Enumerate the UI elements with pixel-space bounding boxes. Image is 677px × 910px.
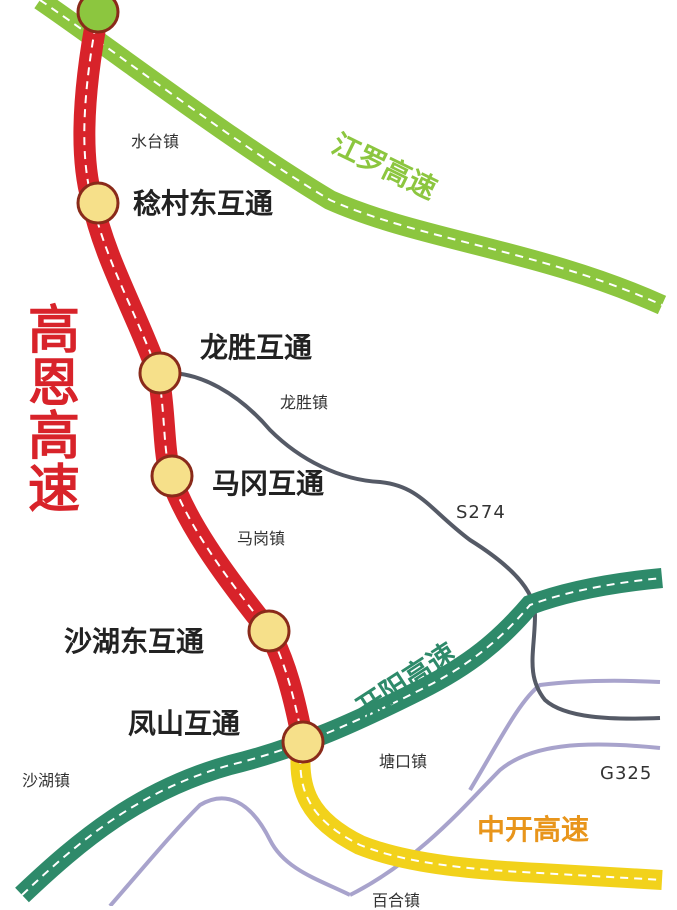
road-label-g325: G325 <box>600 763 653 784</box>
gaoen-char-3: 高 <box>27 407 80 468</box>
interchange-label-rencun-east: 稔村东互通 <box>133 187 274 220</box>
town-label-shuitai: 水台镇 <box>131 132 180 151</box>
terminal-node-north <box>76 0 120 34</box>
gaoen-vertical-label: 高 恩 高 速 <box>24 301 84 521</box>
g325-road-north <box>468 678 661 792</box>
interchange-label-longsheng: 龙胜互通 <box>200 331 313 364</box>
interchange-node-magang <box>150 454 194 498</box>
town-label-tangkou: 塘口镇 <box>379 752 428 771</box>
road-label-s274: S274 <box>456 502 506 523</box>
interchange-node-shahu-east <box>247 609 291 653</box>
interchange-label-fengshan: 凤山互通 <box>128 707 241 740</box>
town-label-baihe: 百合镇 <box>372 891 421 910</box>
interchange-label-magang: 马冈互通 <box>212 467 325 500</box>
town-label-longsheng: 龙胜镇 <box>280 393 329 412</box>
gaoen-char-4: 速 <box>27 460 80 521</box>
zhongkai-label: 中开高速 <box>477 813 590 846</box>
s274-road <box>159 370 661 721</box>
g325-road <box>108 796 351 906</box>
town-label-magang: 马岗镇 <box>237 529 286 548</box>
town-label-shahu: 沙湖镇 <box>22 771 71 790</box>
interchange-node-rencun-east <box>76 181 120 225</box>
interchange-label-shahu-east: 沙湖东互通 <box>64 625 205 658</box>
gaoen-char-2: 恩 <box>27 354 80 415</box>
interchange-node-longsheng <box>138 351 182 395</box>
interchange-node-fengshan <box>281 720 325 764</box>
gaoen-char-1: 高 <box>27 301 80 361</box>
